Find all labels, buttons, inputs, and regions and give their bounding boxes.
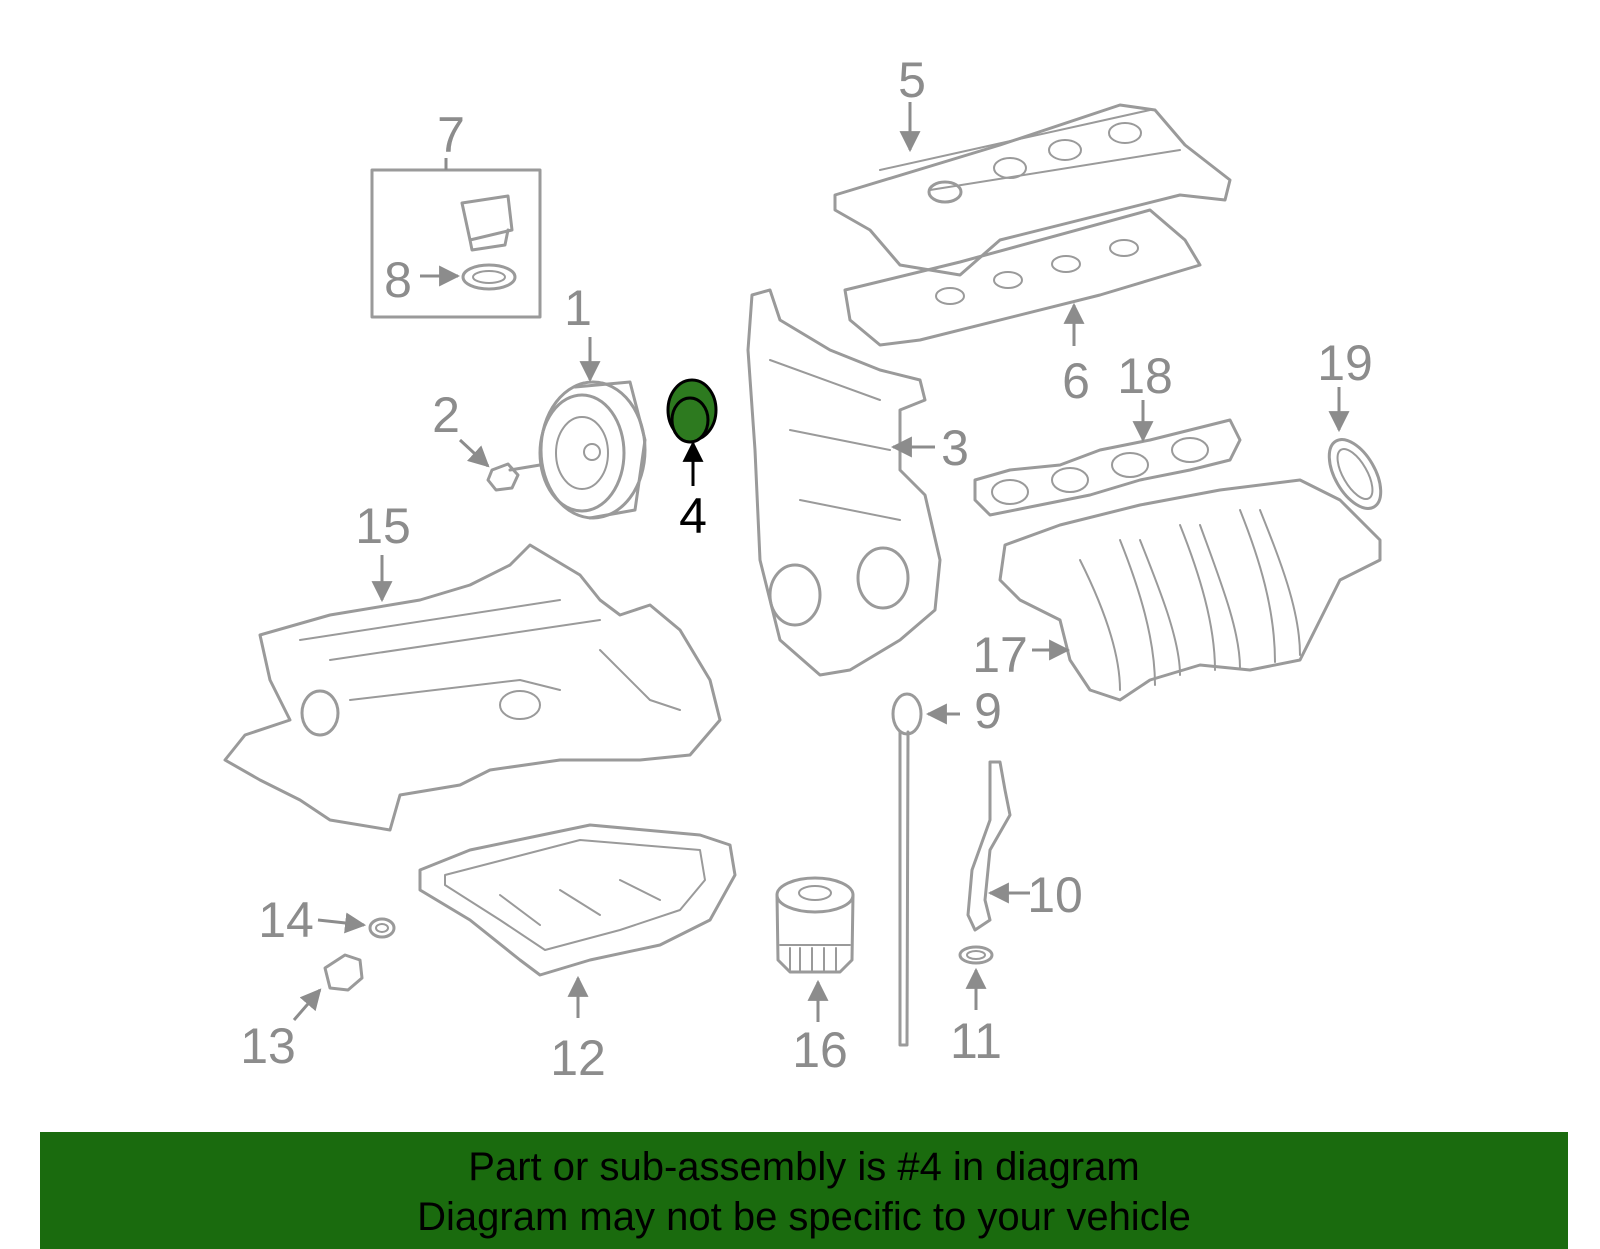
banner-line-part: Part or sub-assembly is #4 in diagram <box>468 1145 1140 1189</box>
callout-4: 4 <box>679 488 707 544</box>
callout-10: 10 <box>1027 867 1083 923</box>
callout-8: 8 <box>384 252 412 308</box>
lower-oil-pan <box>418 823 737 1018</box>
callout-19: 19 <box>1317 335 1373 391</box>
oil-dipstick <box>891 692 960 1047</box>
drain-plug-washer <box>317 912 396 939</box>
throttle-body-gasket <box>1327 387 1383 510</box>
callout-12: 12 <box>550 1030 606 1086</box>
oil-filler-cap-group <box>370 158 542 319</box>
callout-11: 11 <box>950 1013 1002 1069</box>
valve-cover-gasket <box>843 208 1202 347</box>
callout-1: 1 <box>564 280 592 336</box>
valve-cover <box>833 102 1232 277</box>
callout-14: 14 <box>258 892 314 948</box>
callout-5: 5 <box>898 52 926 108</box>
engine-parts-diagram: 1 2 3 4 5 6 7 8 9 10 11 12 13 14 15 16 1… <box>223 52 1383 1086</box>
callout-13: 13 <box>240 1018 296 1074</box>
oil-filter <box>775 876 855 1022</box>
callout-7: 7 <box>437 107 465 163</box>
intake-manifold <box>998 478 1382 702</box>
banner-line-disclaimer: Diagram may not be specific to your vehi… <box>417 1195 1191 1239</box>
drain-plug <box>292 953 364 1021</box>
callout-17: 17 <box>972 627 1028 683</box>
dipstick-tube <box>966 760 1030 932</box>
callout-2: 2 <box>432 387 460 443</box>
callout-16: 16 <box>792 1022 848 1078</box>
pulley-bolt <box>458 438 542 492</box>
callout-6: 6 <box>1062 353 1090 409</box>
callout-18: 18 <box>1117 348 1173 404</box>
info-banner: Part or sub-assembly is #4 in diagram Di… <box>40 1132 1568 1249</box>
callout-15: 15 <box>355 498 411 554</box>
timing-cover <box>746 288 942 677</box>
intake-manifold-gasket <box>973 400 1242 517</box>
callout-3: 3 <box>941 420 969 476</box>
front-crankshaft-seal <box>666 378 718 486</box>
callout-9: 9 <box>974 683 1002 739</box>
dipstick-tube-o-ring <box>958 945 994 1010</box>
upper-oil-pan <box>223 543 722 832</box>
crankshaft-pulley <box>538 337 647 520</box>
